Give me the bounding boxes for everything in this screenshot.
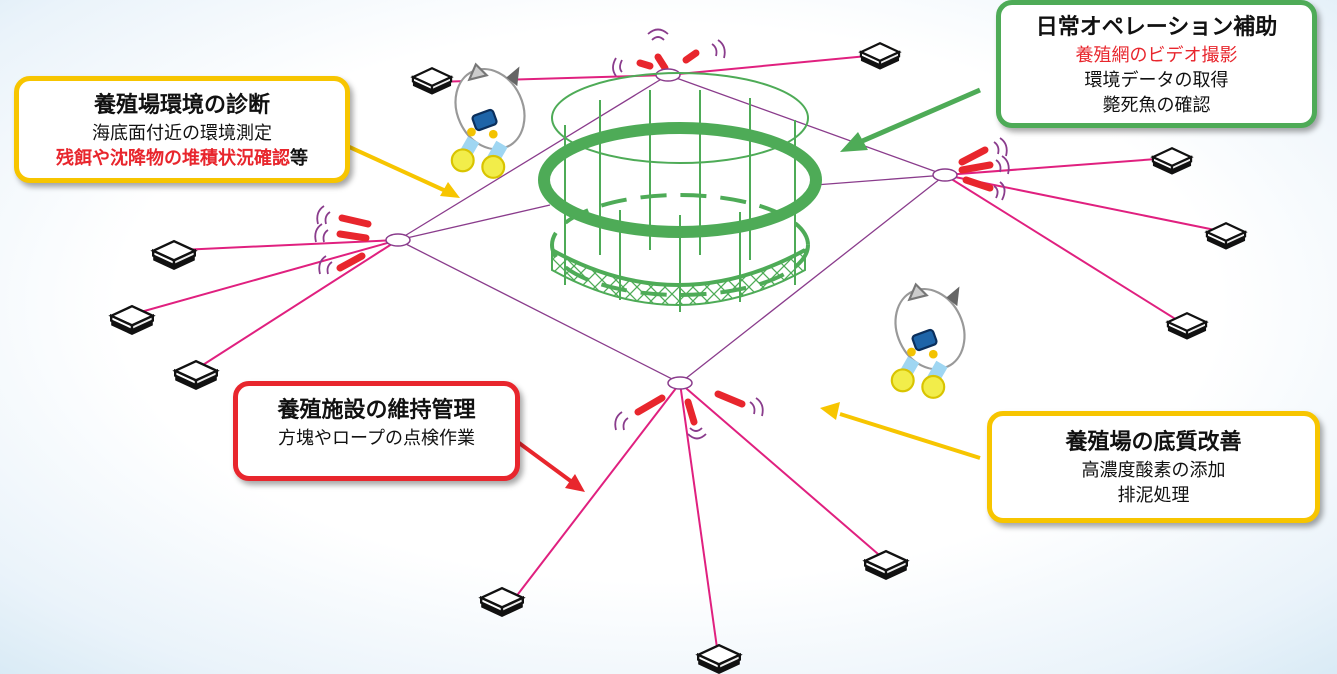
bottom-quality-callout: 養殖場の底質改善 高濃度酸素の添加 排泥処理 [987, 411, 1320, 523]
env-diagnosis-title: 養殖場環境の診断 [93, 93, 270, 118]
fish-cage-icon [538, 72, 822, 312]
rope-junction-rings [385, 68, 958, 390]
env-diagnosis-line2-red: 残餌や沈降物の堆積状況確認 [56, 148, 290, 169]
daily-ops-line2: 環境データの取得 [1084, 70, 1229, 91]
mooring-ropes [129, 54, 1226, 656]
bottom-quality-line2: 排泥処理 [1117, 485, 1190, 506]
underwater-drone-icon [881, 280, 979, 399]
env-diagnosis-line1: 海底面付近の環境測定 [92, 123, 272, 144]
daily-ops-line1: 養殖網のビデオ撮影 [1075, 45, 1238, 66]
float-buoys [336, 49, 994, 426]
daily-ops-line3: 斃死魚の確認 [1102, 95, 1211, 116]
daily-ops-title: 日常オペレーション補助 [1035, 15, 1278, 40]
daily-ops-callout: 日常オペレーション補助 養殖網のビデオ撮影 環境データの取得 斃死魚の確認 [996, 0, 1317, 128]
callout-arrows [344, 87, 981, 492]
env-diagnosis-line2: 残餌や沈降物の堆積状況確認等 [19, 146, 345, 171]
facility-title: 養殖施設の維持管理 [277, 398, 476, 423]
signal-wave-icons [314, 28, 1010, 440]
facility-line1: 方塊やロープの点検作業 [278, 428, 475, 449]
facility-maintenance-callout: 養殖施設の維持管理 方塊やロープの点検作業 [233, 381, 520, 481]
env-diagnosis-callout: 養殖場環境の診断 海底面付近の環境測定 残餌や沈降物の堆積状況確認等 [14, 76, 350, 183]
bottom-quality-title: 養殖場の底質改善 [1065, 430, 1242, 455]
bottom-quality-line1: 高濃度酸素の添加 [1081, 460, 1226, 481]
underwater-drone-icon [441, 60, 539, 179]
env-diagnosis-line2-suffix: 等 [290, 148, 308, 169]
